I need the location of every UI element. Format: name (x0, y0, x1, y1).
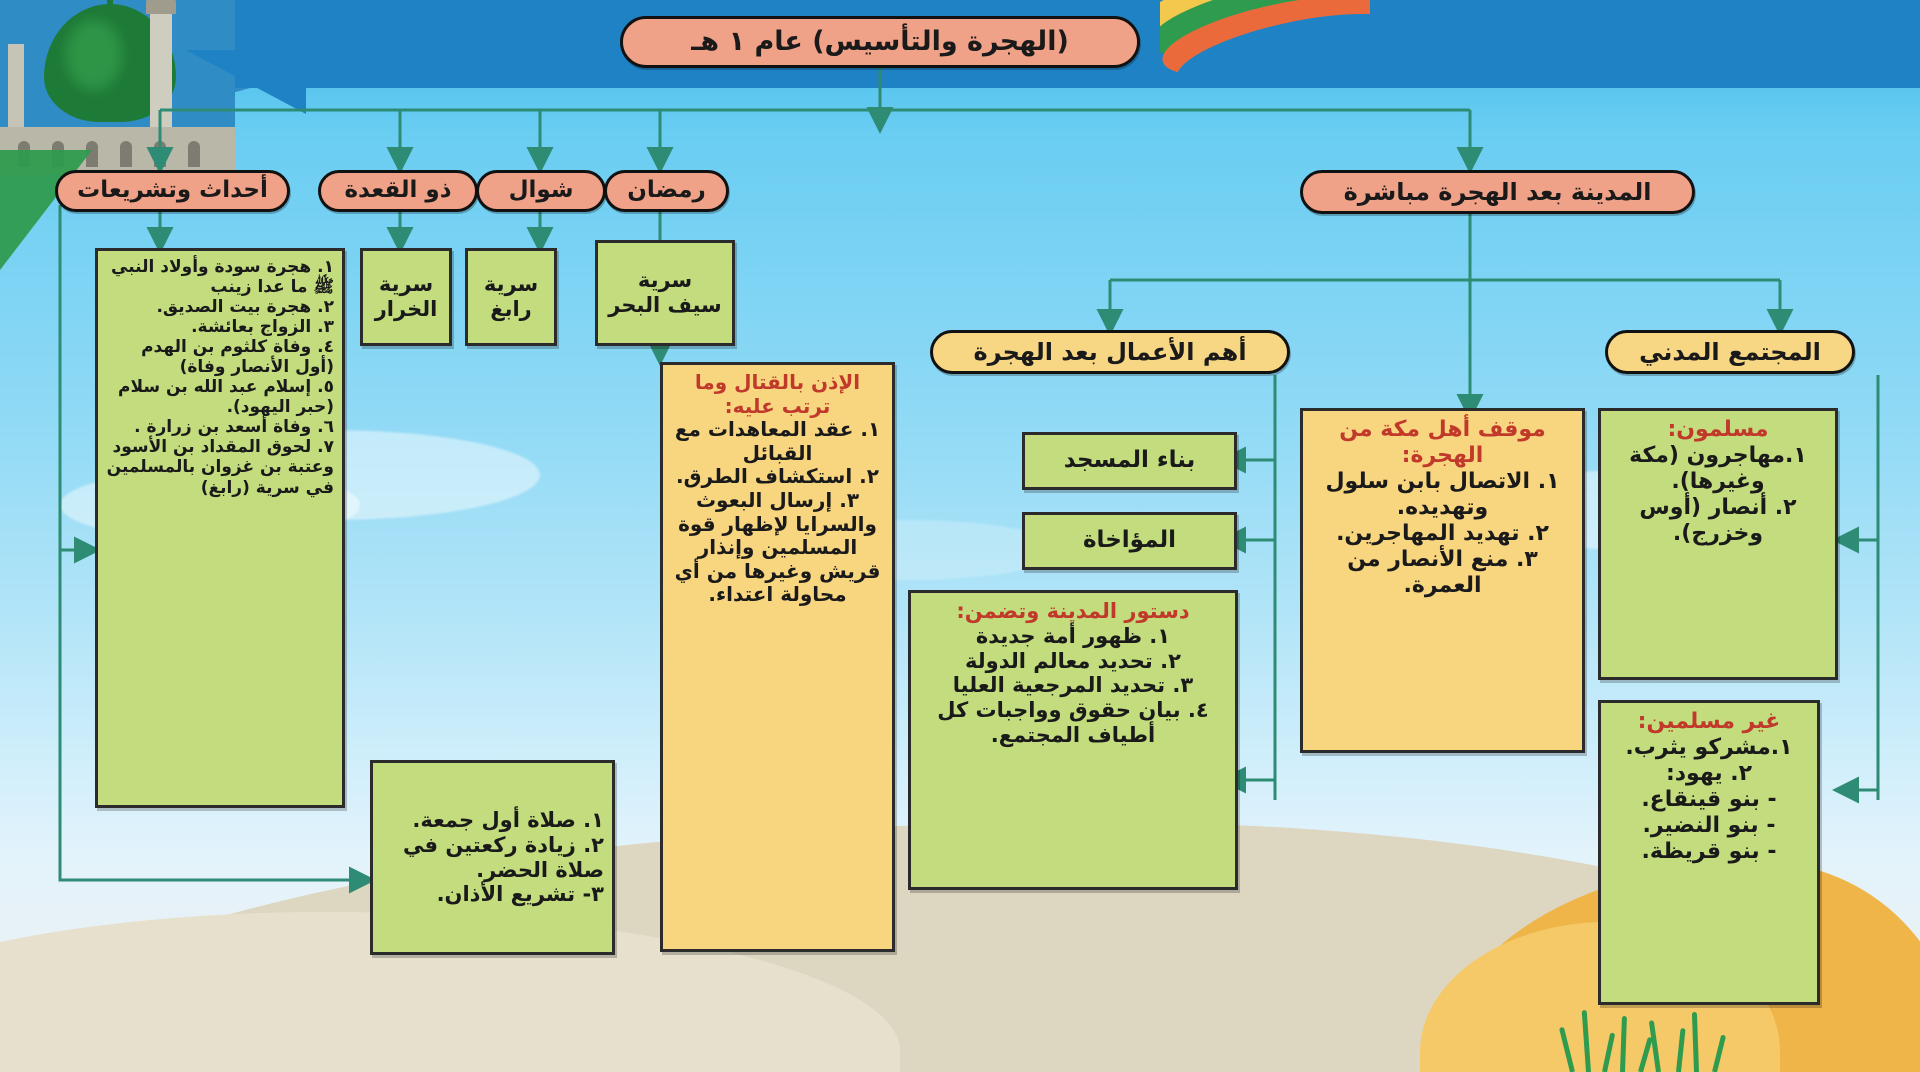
page-title-text: (الهجرة والتأسيس) عام ١ هـ (691, 26, 1069, 58)
box-heading: مسلمون: (1667, 417, 1769, 442)
list-item: ٢. زيادة ركعتين في صلاة الحضر. (403, 832, 604, 882)
branch-label: المدينة بعد الهجرة مباشرة (1343, 177, 1652, 206)
list-item: ٧. لحوق المقداد بن الأسود وعتبة بن غزوان… (106, 437, 334, 498)
box-sariyyah-al-khurar: سرية الخرار (360, 248, 452, 346)
box-muslims: مسلمون: ١.مهاجرون (مكة وغيرها). ٢. أنصار… (1598, 408, 1838, 680)
list-item: ١.مشركو يثرب. (1625, 734, 1793, 760)
list-item: - بنو النضير. (1642, 812, 1776, 838)
blue-triangle-decor (186, 50, 306, 114)
list-item: ١. صلاة أول جمعة. (412, 807, 604, 832)
box-brotherhood: المؤاخاة (1022, 512, 1237, 570)
box-makkah-stance: موقف أهل مكة من الهجرة: ١. الاتصال بابن … (1300, 408, 1585, 753)
box-non-muslims: غير مسلمين: ١.مشركو يثرب. ٢. يهود: - بنو… (1598, 700, 1820, 1005)
branch-dhul-qidah[interactable]: ذو القعدة (318, 170, 478, 212)
list-item: ٢. يهود: (1665, 760, 1753, 786)
box-line: الخرار (374, 297, 438, 321)
branch-label: شوال (508, 177, 574, 204)
box-madinah-constitution: دستور المدينة وتضمن: ١. ظهور أمة جديدة ٢… (908, 590, 1238, 890)
list-item: ٢. تحديد معالم الدولة (965, 648, 1181, 673)
branch-events-legislation[interactable]: أحداث وتشريعات (55, 170, 290, 212)
branch-label: أهم الأعمال بعد الهجرة (973, 337, 1247, 366)
branch-most-important-works[interactable]: أهم الأعمال بعد الهجرة (930, 330, 1290, 374)
box-line: سيف البحر (608, 293, 722, 317)
box-heading: موقف أهل مكة من الهجرة: (1339, 417, 1546, 468)
box-label: المؤاخاة (1082, 527, 1177, 554)
box-sariyyah-sayf-al-bahr: سرية سيف البحر (595, 240, 735, 346)
list-item: ١. عقد المعاهدات مع القبائل (674, 417, 881, 465)
box-line: سرية (378, 272, 434, 297)
list-item: ٣. الزواج بعائشة. (191, 317, 334, 338)
box-line: سرية (637, 268, 693, 293)
list-item: ٦. وفاة أسعد بن زرارة . (134, 417, 334, 438)
branch-label: أحداث وتشريعات (77, 177, 268, 204)
box-sariyyah-rabigh: سرية رابغ (465, 248, 557, 346)
box-events-list: ١. هجرة سودة وأولاد النبي ﷺ ما عدا زينب … (95, 248, 345, 808)
box-heading: الإذن بالقتال وما ترتب عليه: (694, 370, 861, 418)
branch-label: ذو القعدة (344, 177, 452, 204)
list-item: ٥. إسلام عبد الله بن سلام (حبر اليهود). (118, 377, 334, 418)
branch-ramadan[interactable]: رمضان (604, 170, 729, 212)
box-build-mosque: بناء المسجد (1022, 432, 1237, 490)
branch-civil-society[interactable]: المجتمع المدني (1605, 330, 1855, 374)
list-item: ٣. إرسال البعوث والسرايا لإظهار قوة المس… (674, 487, 881, 607)
branch-shawwal[interactable]: شوال (476, 170, 606, 212)
list-item: ٢. هجرة بيت الصديق. (156, 297, 334, 318)
box-permission-to-fight: الإذن بالقتال وما ترتب عليه: ١. عقد المع… (660, 362, 895, 952)
list-item: ١. هجرة سودة وأولاد النبي ﷺ ما عدا زينب (111, 257, 334, 298)
list-item: ٢. أنصار (أوس وخزرج). (1639, 494, 1797, 546)
list-item: ١.مهاجرون (مكة وغيرها). (1629, 442, 1807, 494)
list-item: ٤. وفاة كلثوم بن الهدم (أول الأنصار وفاة… (141, 337, 334, 378)
box-line: سرية (483, 272, 539, 297)
box-heading: غير مسلمين: (1637, 709, 1781, 734)
list-item: ٢. تهديد المهاجرين. (1336, 520, 1549, 546)
list-item: ٣- تشريع الأذان. (436, 882, 604, 907)
branch-label: المجتمع المدني (1639, 337, 1821, 366)
list-item: ١. الاتصال بابن سلول وتهديده. (1325, 468, 1560, 520)
list-item: - بنو قريظة. (1641, 838, 1777, 864)
box-legislations: ١. صلاة أول جمعة. ٢. زيادة ركعتين في صلا… (370, 760, 615, 955)
page-title: (الهجرة والتأسيس) عام ١ هـ (620, 16, 1140, 68)
box-label: بناء المسجد (1063, 447, 1196, 474)
box-line: رابغ (490, 297, 532, 321)
box-heading: دستور المدينة وتضمن: (956, 599, 1190, 623)
list-item: ٤. بيان حقوق وواجبات كل أطياف المجتمع. (937, 698, 1209, 747)
list-item: ٣. تحديد المرجعية العليا (952, 673, 1194, 698)
list-item: ٣. منع الأنصار من العمرة. (1347, 546, 1538, 598)
branch-madinah-after-hijrah[interactable]: المدينة بعد الهجرة مباشرة (1300, 170, 1695, 214)
list-item: ١. ظهور أمة جديدة (975, 623, 1171, 648)
list-item: ٢. استكشاف الطرق. (676, 464, 879, 489)
list-item: - بنو قينقاع. (1641, 786, 1777, 812)
branch-label: رمضان (627, 177, 706, 204)
